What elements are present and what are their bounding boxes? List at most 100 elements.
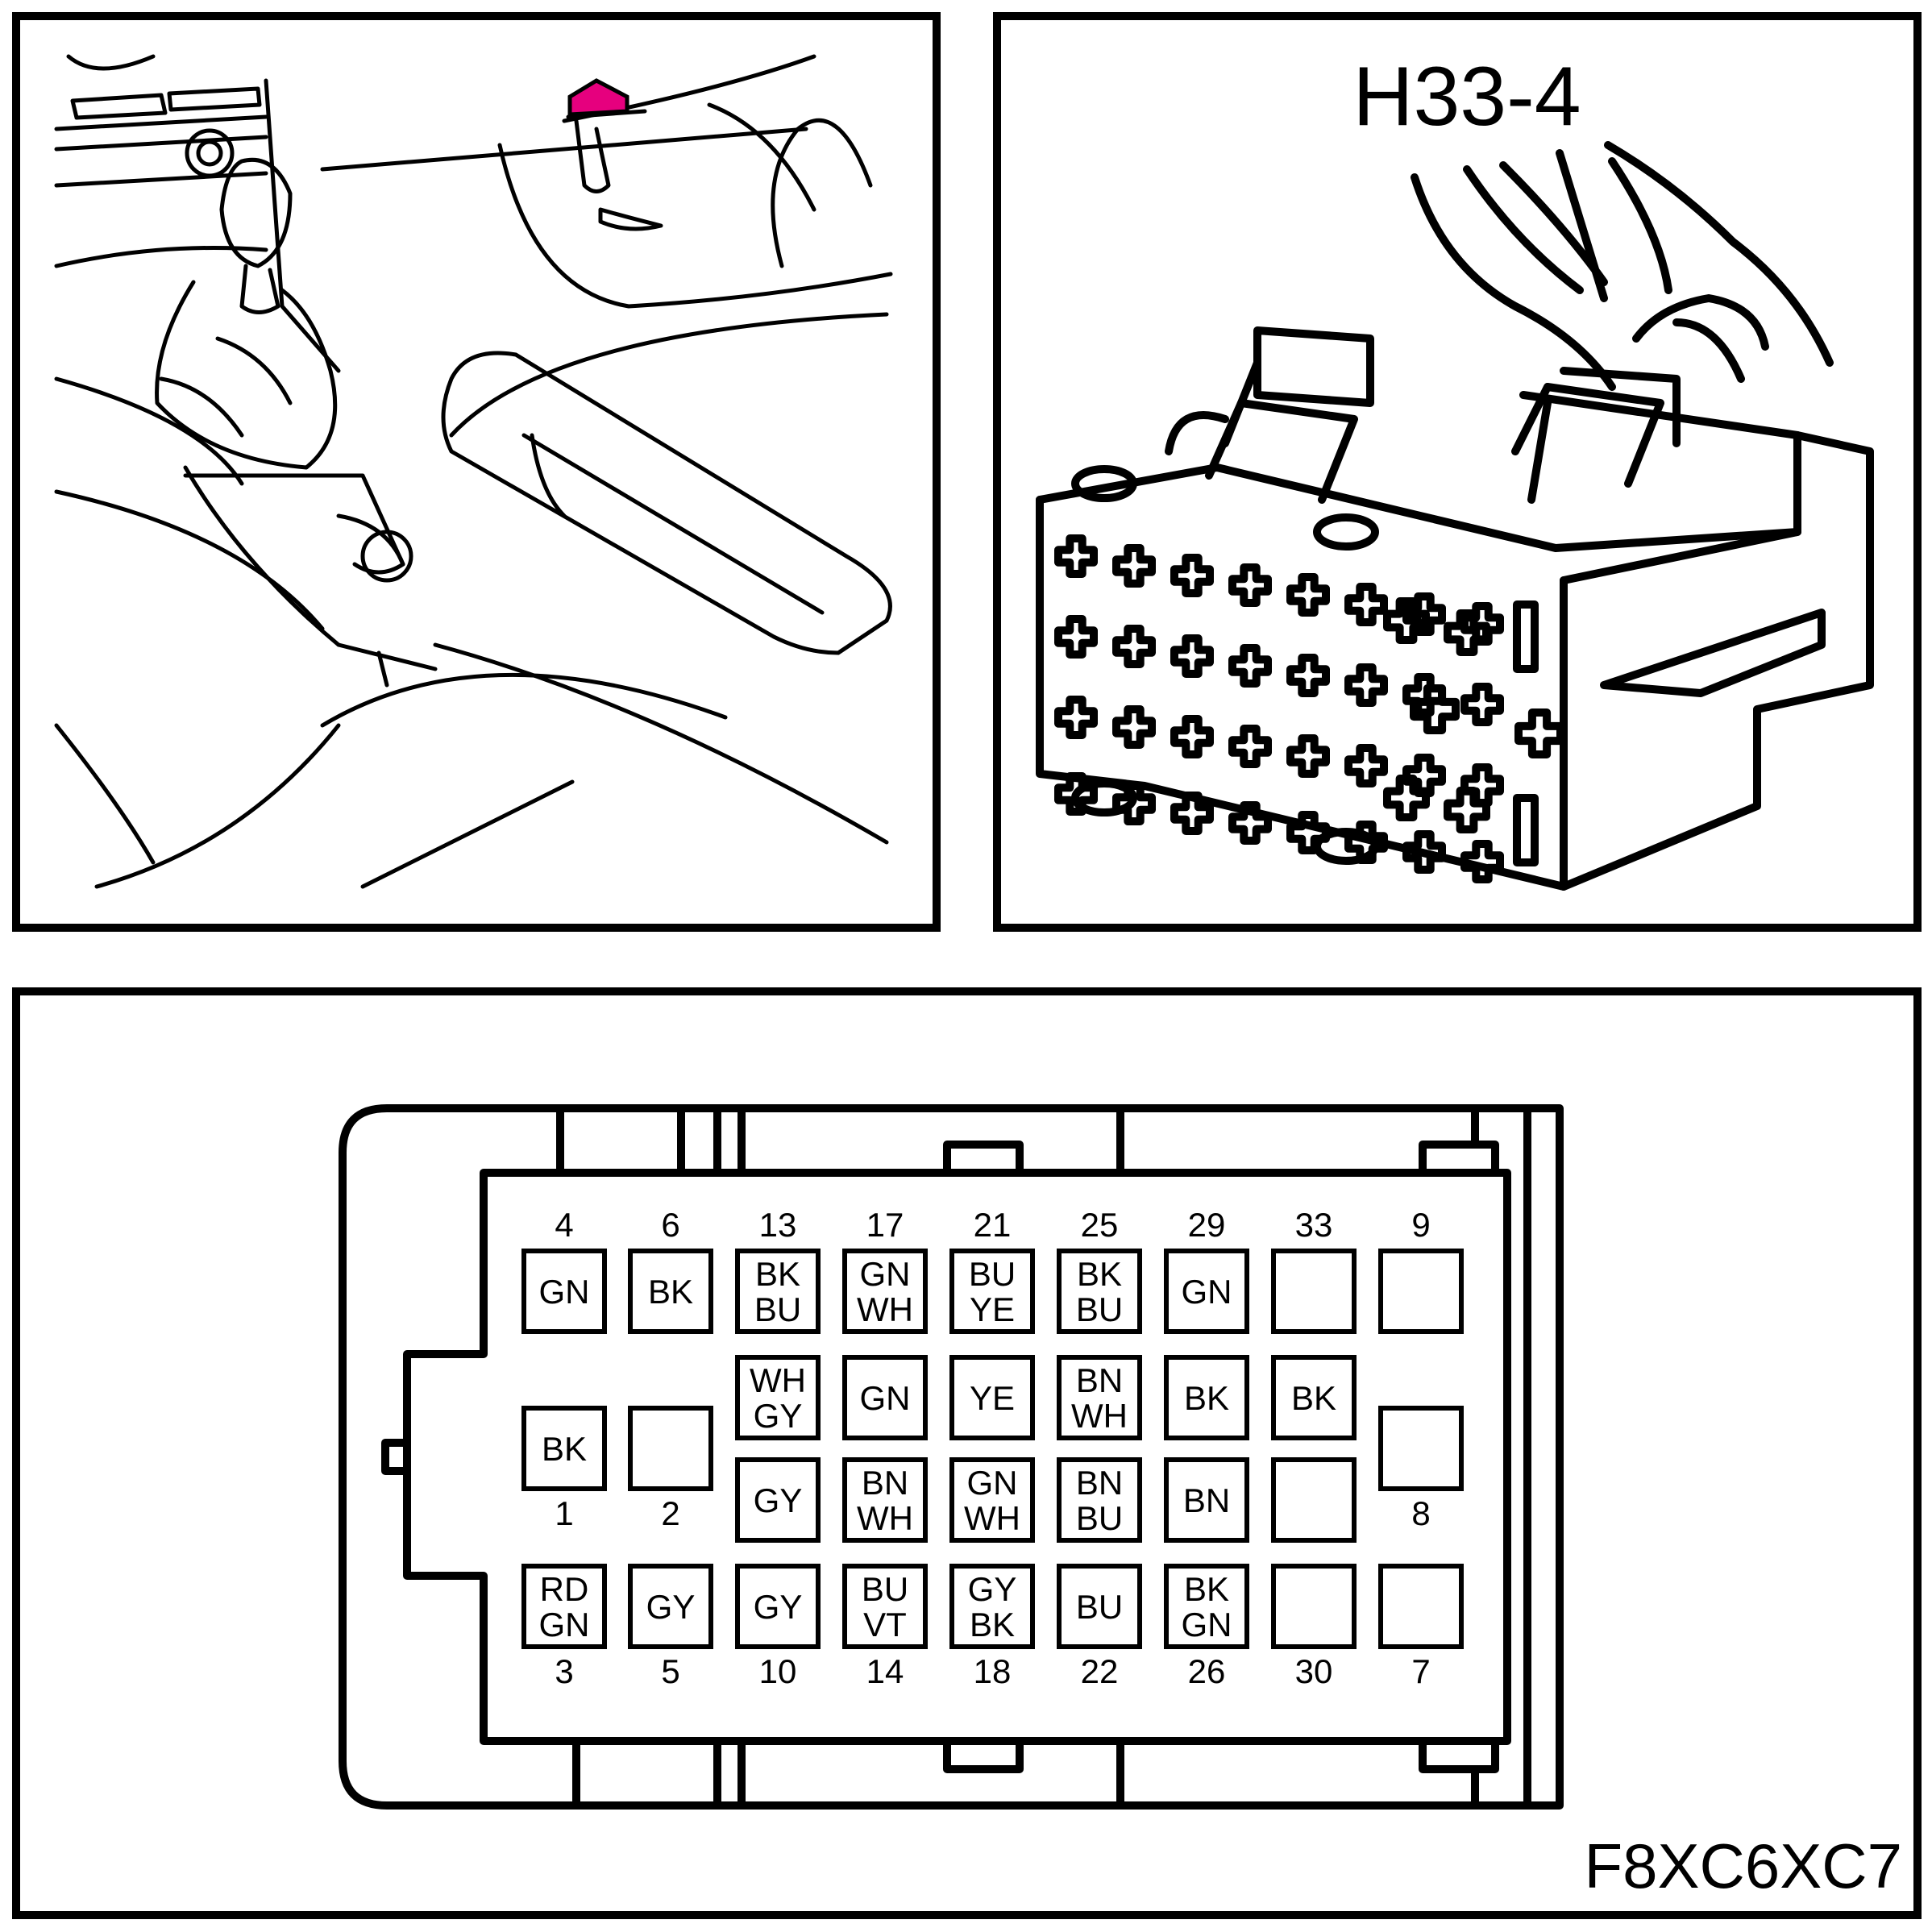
- pin-number-label: 29: [1188, 1206, 1226, 1244]
- connector-face-outline: [339, 1104, 1564, 1810]
- pin-cavity-box: [628, 1249, 713, 1334]
- pin-number-label: 1: [555, 1494, 573, 1532]
- pin-cavity-box: [1378, 1249, 1464, 1334]
- pin-cavity-box: [521, 1406, 607, 1491]
- wire-color-label: BU: [1076, 1290, 1123, 1328]
- pin-number-label: 21: [974, 1206, 1012, 1244]
- wire-color-label: GY: [646, 1588, 696, 1626]
- wire-color-label: BN: [1183, 1481, 1230, 1519]
- terminal-cavity: [1170, 634, 1214, 678]
- terminal-cavity: [1112, 544, 1156, 588]
- wire-color-label: BN: [862, 1464, 908, 1502]
- pin-cavity-box: [842, 1457, 928, 1543]
- wire-color-label: BU: [754, 1290, 801, 1328]
- terminal-cavity: [1228, 644, 1272, 688]
- terminal-cavity: [1344, 663, 1388, 707]
- wire-color-label: WH: [1071, 1397, 1128, 1435]
- pin-cavity-box: [628, 1564, 713, 1649]
- terminal-cavity: [1228, 563, 1272, 607]
- terminal-cavity: [1054, 615, 1098, 659]
- pin-number-label: 13: [759, 1206, 797, 1244]
- terminal-cavity: [1170, 792, 1214, 835]
- pin-number-label: 14: [866, 1652, 904, 1690]
- panel-connector-3d: H33-4: [993, 12, 1922, 932]
- pin-number-label: 7: [1411, 1652, 1430, 1690]
- wire-color-label: BK: [1184, 1570, 1229, 1608]
- panel-frame-pinout: [12, 987, 1922, 1919]
- pin-5: GY 5: [628, 1564, 713, 1690]
- pin-cavity-box: [949, 1249, 1035, 1334]
- pin-2: 2: [628, 1406, 713, 1532]
- terminal-cavity: [1286, 654, 1330, 697]
- terminal-cavity: [1514, 708, 1564, 758]
- wire-color-label: BN: [1076, 1464, 1123, 1502]
- panel-frame-connector: [993, 12, 1922, 932]
- wire-color-label: BK: [970, 1606, 1015, 1643]
- wire-color-label: BU: [1076, 1499, 1123, 1537]
- pin-cell: YE: [949, 1355, 1035, 1440]
- wire-color-label: BK: [648, 1273, 693, 1311]
- terminal-cavity: [1444, 609, 1490, 656]
- pin-cavity-box: [949, 1355, 1035, 1440]
- pin-33: 33: [1271, 1206, 1357, 1334]
- pin-number-label: 6: [661, 1206, 679, 1244]
- terminal-cavity: [1410, 684, 1460, 734]
- terminal-cavity: [1344, 744, 1388, 787]
- pin-cell: [1271, 1457, 1357, 1543]
- terminal-cavity: [1170, 554, 1214, 597]
- terminal-cavity: [1112, 705, 1156, 749]
- pin-number-label: 33: [1295, 1206, 1333, 1244]
- pin-cavity-box: [1271, 1457, 1357, 1543]
- pin-cavity-box: [1057, 1355, 1142, 1440]
- terminal-cavity: [1383, 775, 1430, 821]
- wire-color-label: BU: [969, 1255, 1016, 1293]
- terminal-cavity: [1286, 734, 1330, 778]
- terminal-cavity: [1228, 725, 1272, 768]
- pin-number-label: 10: [759, 1652, 797, 1690]
- pin-cavity-box: [1057, 1249, 1142, 1334]
- pin-number-label: 2: [661, 1494, 679, 1532]
- figure-code: F8XC6XC7: [1585, 1830, 1903, 1901]
- pin-cavity-box: [1271, 1564, 1357, 1649]
- pin-4: GN 4: [521, 1206, 607, 1334]
- pin-number-label: 5: [661, 1652, 679, 1690]
- wire-color-label: GN: [539, 1606, 590, 1643]
- pin-cavity-box: [735, 1457, 821, 1543]
- wire-color-label: RD: [540, 1570, 589, 1608]
- wire-color-label: WH: [857, 1290, 913, 1328]
- wire-color-label: GN: [539, 1273, 590, 1311]
- connector-3d-illustration: [1036, 141, 1874, 891]
- pin-cavity-box: [842, 1355, 928, 1440]
- wire-color-label: BK: [1184, 1379, 1229, 1417]
- terminal-cavity: [1460, 683, 1504, 726]
- terminal-cavity: [1054, 696, 1098, 739]
- pin-cavity-box: [735, 1249, 821, 1334]
- pin-cavity-box: [842, 1564, 928, 1649]
- pin-number-label: 4: [555, 1206, 573, 1244]
- connector-location-marker: [567, 78, 629, 117]
- pin-cavity-box: [1271, 1249, 1357, 1334]
- wire-color-label: BU: [1076, 1588, 1123, 1626]
- wire-color-label: WH: [750, 1361, 806, 1399]
- pin-number-label: 9: [1411, 1206, 1430, 1244]
- wire-color-label: GN: [1182, 1606, 1232, 1643]
- pin-30: 30: [1271, 1564, 1357, 1690]
- pin-number-label: 18: [974, 1652, 1012, 1690]
- wire-color-label: VT: [863, 1606, 907, 1643]
- terminal-cavity: [1054, 534, 1098, 578]
- terminal-cavity: [1344, 583, 1388, 626]
- pin-cavity-box: [1164, 1249, 1249, 1334]
- pin-number-label: 3: [555, 1652, 573, 1690]
